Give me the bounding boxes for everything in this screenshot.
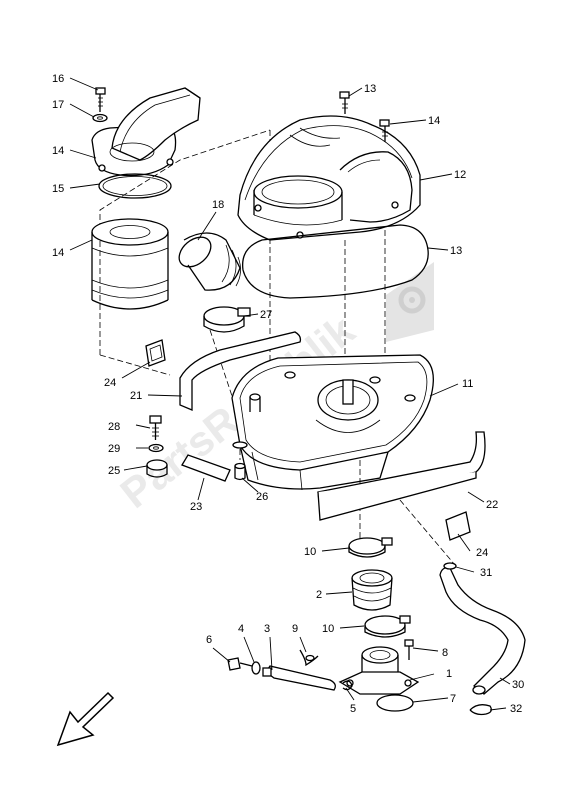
callout-24b: 24	[476, 547, 488, 559]
part-clip-5	[342, 680, 353, 691]
part-washer-19	[92, 113, 108, 123]
callout-25: 25	[108, 465, 120, 477]
part-bolt-14b	[379, 119, 390, 142]
callout-22: 22	[486, 499, 498, 511]
part-clip-31	[443, 562, 457, 570]
callout-13: 13	[450, 245, 462, 257]
callout-28: 28	[108, 421, 120, 433]
callout-12: 12	[454, 169, 466, 181]
callout-5: 5	[350, 703, 356, 715]
part-hose-30	[439, 567, 526, 695]
callout-17: 15	[52, 183, 64, 195]
part-gasket-13	[241, 224, 429, 299]
part-fitting-6	[227, 657, 253, 671]
part-plug-26	[232, 441, 248, 481]
part-bolt-18	[95, 87, 106, 112]
callout-10b: 10	[322, 623, 334, 635]
callout-14a: 13	[364, 83, 376, 95]
part-joint-2	[351, 569, 393, 611]
part-clamp-ring-17	[98, 173, 172, 199]
part-clamp-10a	[348, 537, 393, 558]
part-elbow-duct-16	[91, 87, 201, 177]
part-cover-12	[237, 115, 421, 241]
callout-7: 7	[450, 693, 456, 705]
callout-6: 6	[206, 634, 212, 646]
part-screw-8	[404, 639, 414, 660]
gear-icon	[386, 262, 434, 342]
part-hose-3	[262, 665, 336, 691]
part-pad-24a	[145, 339, 166, 367]
callout-29: 29	[108, 443, 120, 455]
part-clip-9	[299, 649, 319, 667]
part-pad-24b	[445, 511, 471, 541]
callout-labels: 16 17 14 15 14 18 13 14 12 13 27 24 21 1…	[52, 73, 524, 715]
callout-10a: 10	[304, 546, 316, 558]
callout-15: 14	[52, 247, 64, 259]
part-band-22	[317, 431, 486, 521]
part-clamp-10b	[364, 615, 411, 638]
callout-20: 18	[212, 199, 224, 211]
callout-14b: 14	[428, 115, 440, 127]
part-case-11	[231, 354, 434, 491]
callout-8: 8	[442, 647, 448, 659]
callout-1: 1	[446, 668, 452, 680]
callout-19: 17	[52, 99, 64, 111]
front-direction-arrow-icon	[56, 691, 115, 747]
part-clamp-27	[203, 306, 251, 333]
part-grommet-25	[146, 459, 168, 478]
callout-24a: 24	[104, 377, 116, 389]
callout-26: 26	[256, 491, 268, 503]
callout-32: 32	[510, 703, 522, 715]
part-washer-29	[148, 443, 164, 453]
part-bolt-28	[149, 415, 162, 440]
part-intake-boot-20	[178, 232, 241, 291]
callout-30: 30	[512, 679, 524, 691]
part-filter-element-15	[91, 218, 169, 310]
callout-2: 2	[316, 589, 322, 601]
callout-4: 4	[238, 623, 244, 635]
part-pad-23	[181, 454, 231, 482]
part-clip-4	[251, 661, 261, 675]
part-clip-32	[469, 704, 492, 716]
callout-11: 11	[462, 378, 473, 390]
part-joint-1	[338, 646, 420, 695]
callout-3: 3	[264, 623, 270, 635]
callout-16: 14	[52, 145, 64, 157]
callout-27: 27	[260, 309, 272, 321]
callout-21: 21	[130, 390, 142, 402]
part-oring-7	[376, 694, 414, 712]
leader-lines	[69, 77, 511, 711]
callout-9: 9	[292, 623, 298, 635]
callout-18: 16	[52, 73, 64, 85]
callout-31: 31	[480, 567, 492, 579]
part-band-21	[179, 331, 302, 411]
callout-23: 23	[190, 501, 202, 513]
part-bolt-14a	[339, 91, 350, 114]
